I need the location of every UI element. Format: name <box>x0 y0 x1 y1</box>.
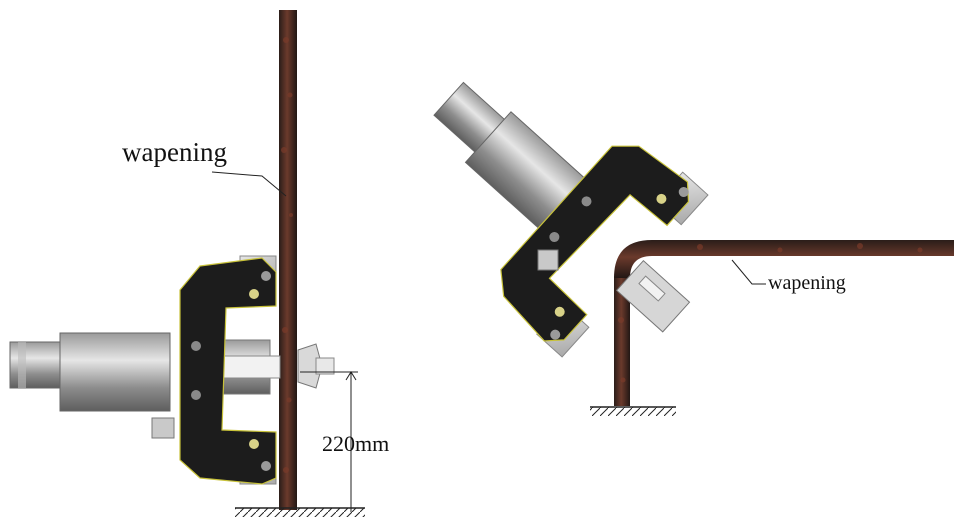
right-rebar-leader-line <box>731 259 766 285</box>
left-ground-support <box>235 507 365 517</box>
left-dimension-marker <box>300 371 358 512</box>
left-rebar-leader-line <box>211 171 287 197</box>
right-ground-support <box>590 406 676 416</box>
right-panel: wapening <box>433 81 954 416</box>
left-rebar <box>279 10 297 510</box>
left-panel: wapening 220mm <box>9 10 389 517</box>
left-rebar-rust-spots <box>281 37 293 473</box>
left-small-bracket <box>151 417 175 439</box>
right-rebar-label: wapening <box>768 272 846 294</box>
right-small-bracket <box>537 249 559 271</box>
left-c-frame <box>179 257 277 485</box>
left-hydraulic-cylinder <box>9 332 171 412</box>
left-rebar-label: wapening <box>122 137 227 167</box>
right-bent-rebar <box>614 240 954 406</box>
right-c-frame <box>500 145 690 342</box>
left-frame-bolts <box>191 271 271 471</box>
left-dimension-label: 220mm <box>322 431 389 456</box>
right-tilted-assembly <box>433 81 709 358</box>
